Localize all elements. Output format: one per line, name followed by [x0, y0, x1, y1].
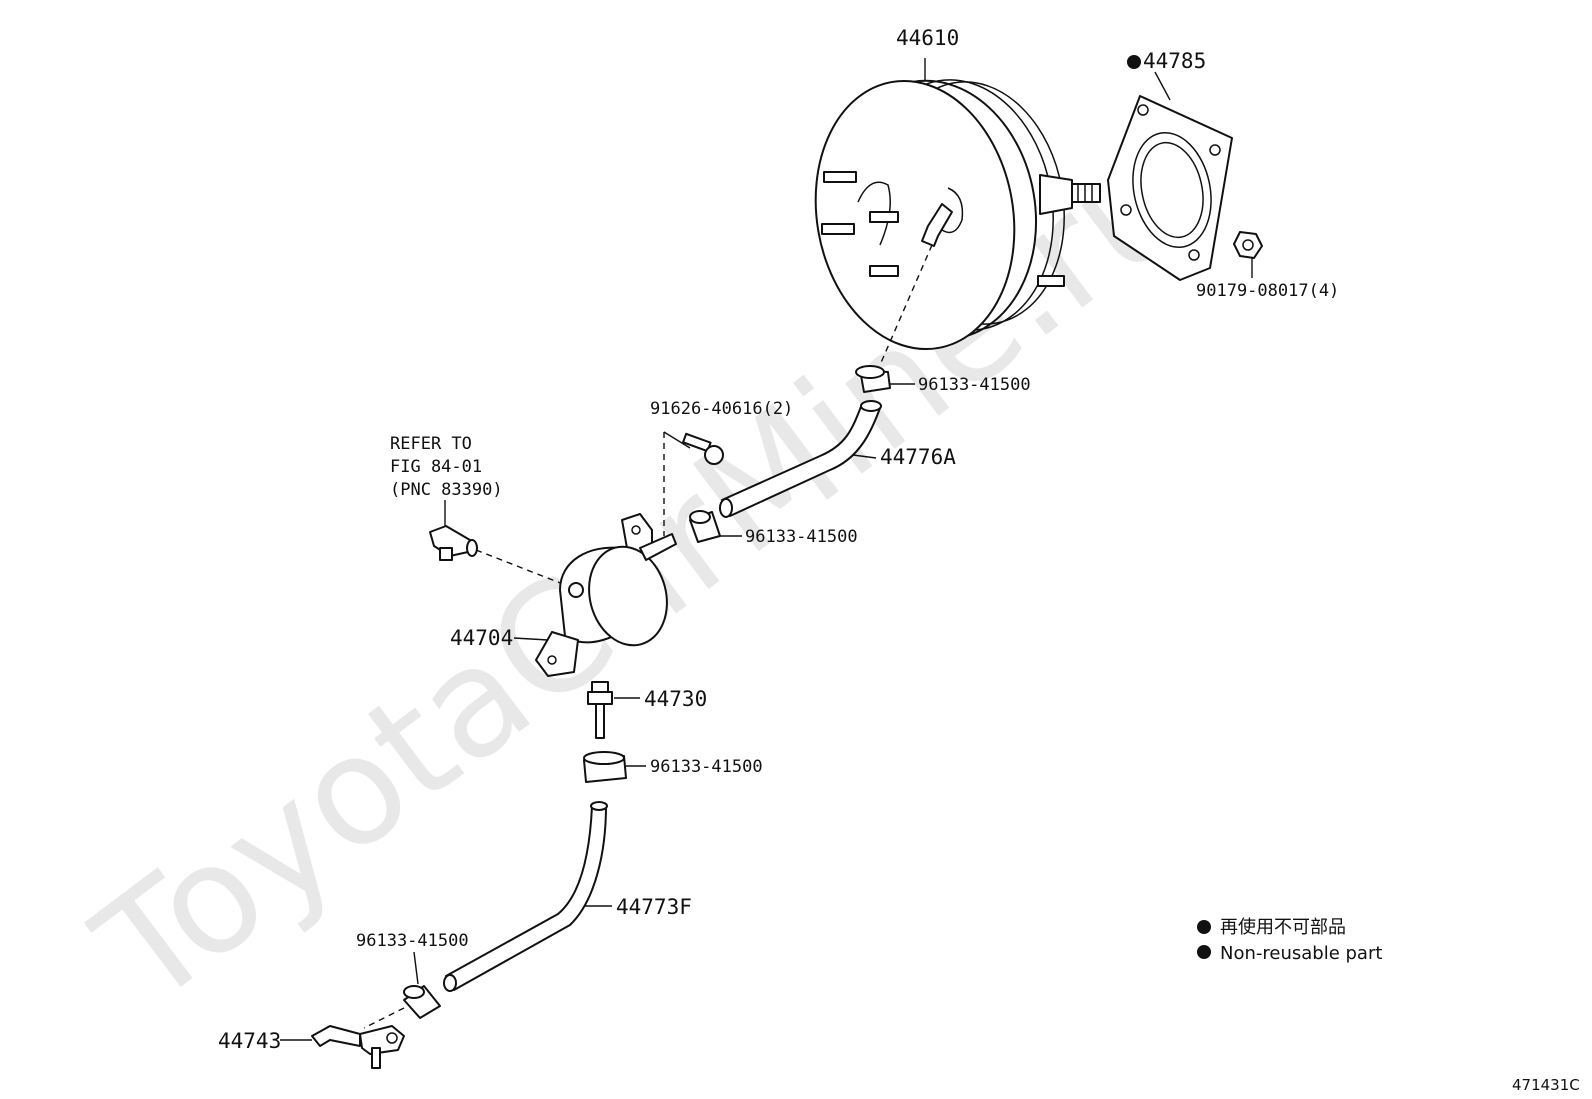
flange-nut: 90179-08017(4) — [1196, 231, 1339, 301]
label-clamp-middle: 96133-41500 — [745, 527, 858, 547]
hose-clamp-lower: 96133-41500 — [583, 751, 763, 783]
refer-line-3: (PNC 83390) — [390, 480, 503, 500]
check-valve: 44730 — [587, 681, 707, 739]
vacuum-pipe: 44743 — [218, 1025, 405, 1069]
label-44730: 44730 — [644, 687, 707, 711]
label-91626-40616: 91626-40616(2) — [650, 399, 793, 419]
label-clamp-lower: 96133-41500 — [650, 757, 763, 777]
booster-stud — [821, 171, 1065, 287]
label-44773F: 44773F — [616, 895, 692, 919]
vacuum-hose-upper: 44776A — [719, 400, 956, 518]
non-reusable-dot — [1127, 55, 1141, 69]
refer-line-2: FIG 84-01 — [390, 457, 482, 477]
label-44785: 44785 — [1143, 49, 1206, 73]
label-clamp-bottom: 96133-41500 — [356, 931, 469, 951]
hose-clamp-top: 96133-41500 — [855, 365, 1031, 395]
vacuum-sensor — [429, 525, 569, 587]
refer-line-1: REFER TO — [390, 434, 472, 454]
vacuum-pump: 44704 — [450, 513, 677, 677]
legend-dot-en — [1197, 945, 1211, 959]
legend-japanese: 再使用不可部品 — [1220, 917, 1346, 938]
hose-clamp-bottom: 96133-41500 — [356, 931, 469, 1029]
legend-dot-jp — [1197, 920, 1211, 934]
legend: 再使用不可部品 Non-reusable part — [1197, 917, 1382, 964]
vacuum-hose-lower: 44773F — [443, 801, 692, 992]
label-clamp-top: 96133-41500 — [918, 375, 1031, 395]
brake-booster: 44610 — [814, 26, 1101, 351]
label-44743: 44743 — [218, 1029, 281, 1053]
refer-note: REFER TO FIG 84-01 (PNC 83390) — [390, 434, 503, 530]
legend-english: Non-reusable part — [1220, 943, 1382, 964]
label-44704: 44704 — [450, 626, 513, 650]
label-90179-08017: 90179-08017(4) — [1196, 281, 1339, 301]
booster-gasket: 44785 — [1107, 49, 1233, 281]
mounting-bolt: 91626-40616(2) — [650, 399, 793, 536]
hose-clamp-middle: 96133-41500 — [689, 510, 858, 547]
label-44776A: 44776A — [880, 445, 956, 469]
figure-id: 471431C — [1512, 1076, 1580, 1094]
label-44610: 44610 — [896, 26, 959, 50]
